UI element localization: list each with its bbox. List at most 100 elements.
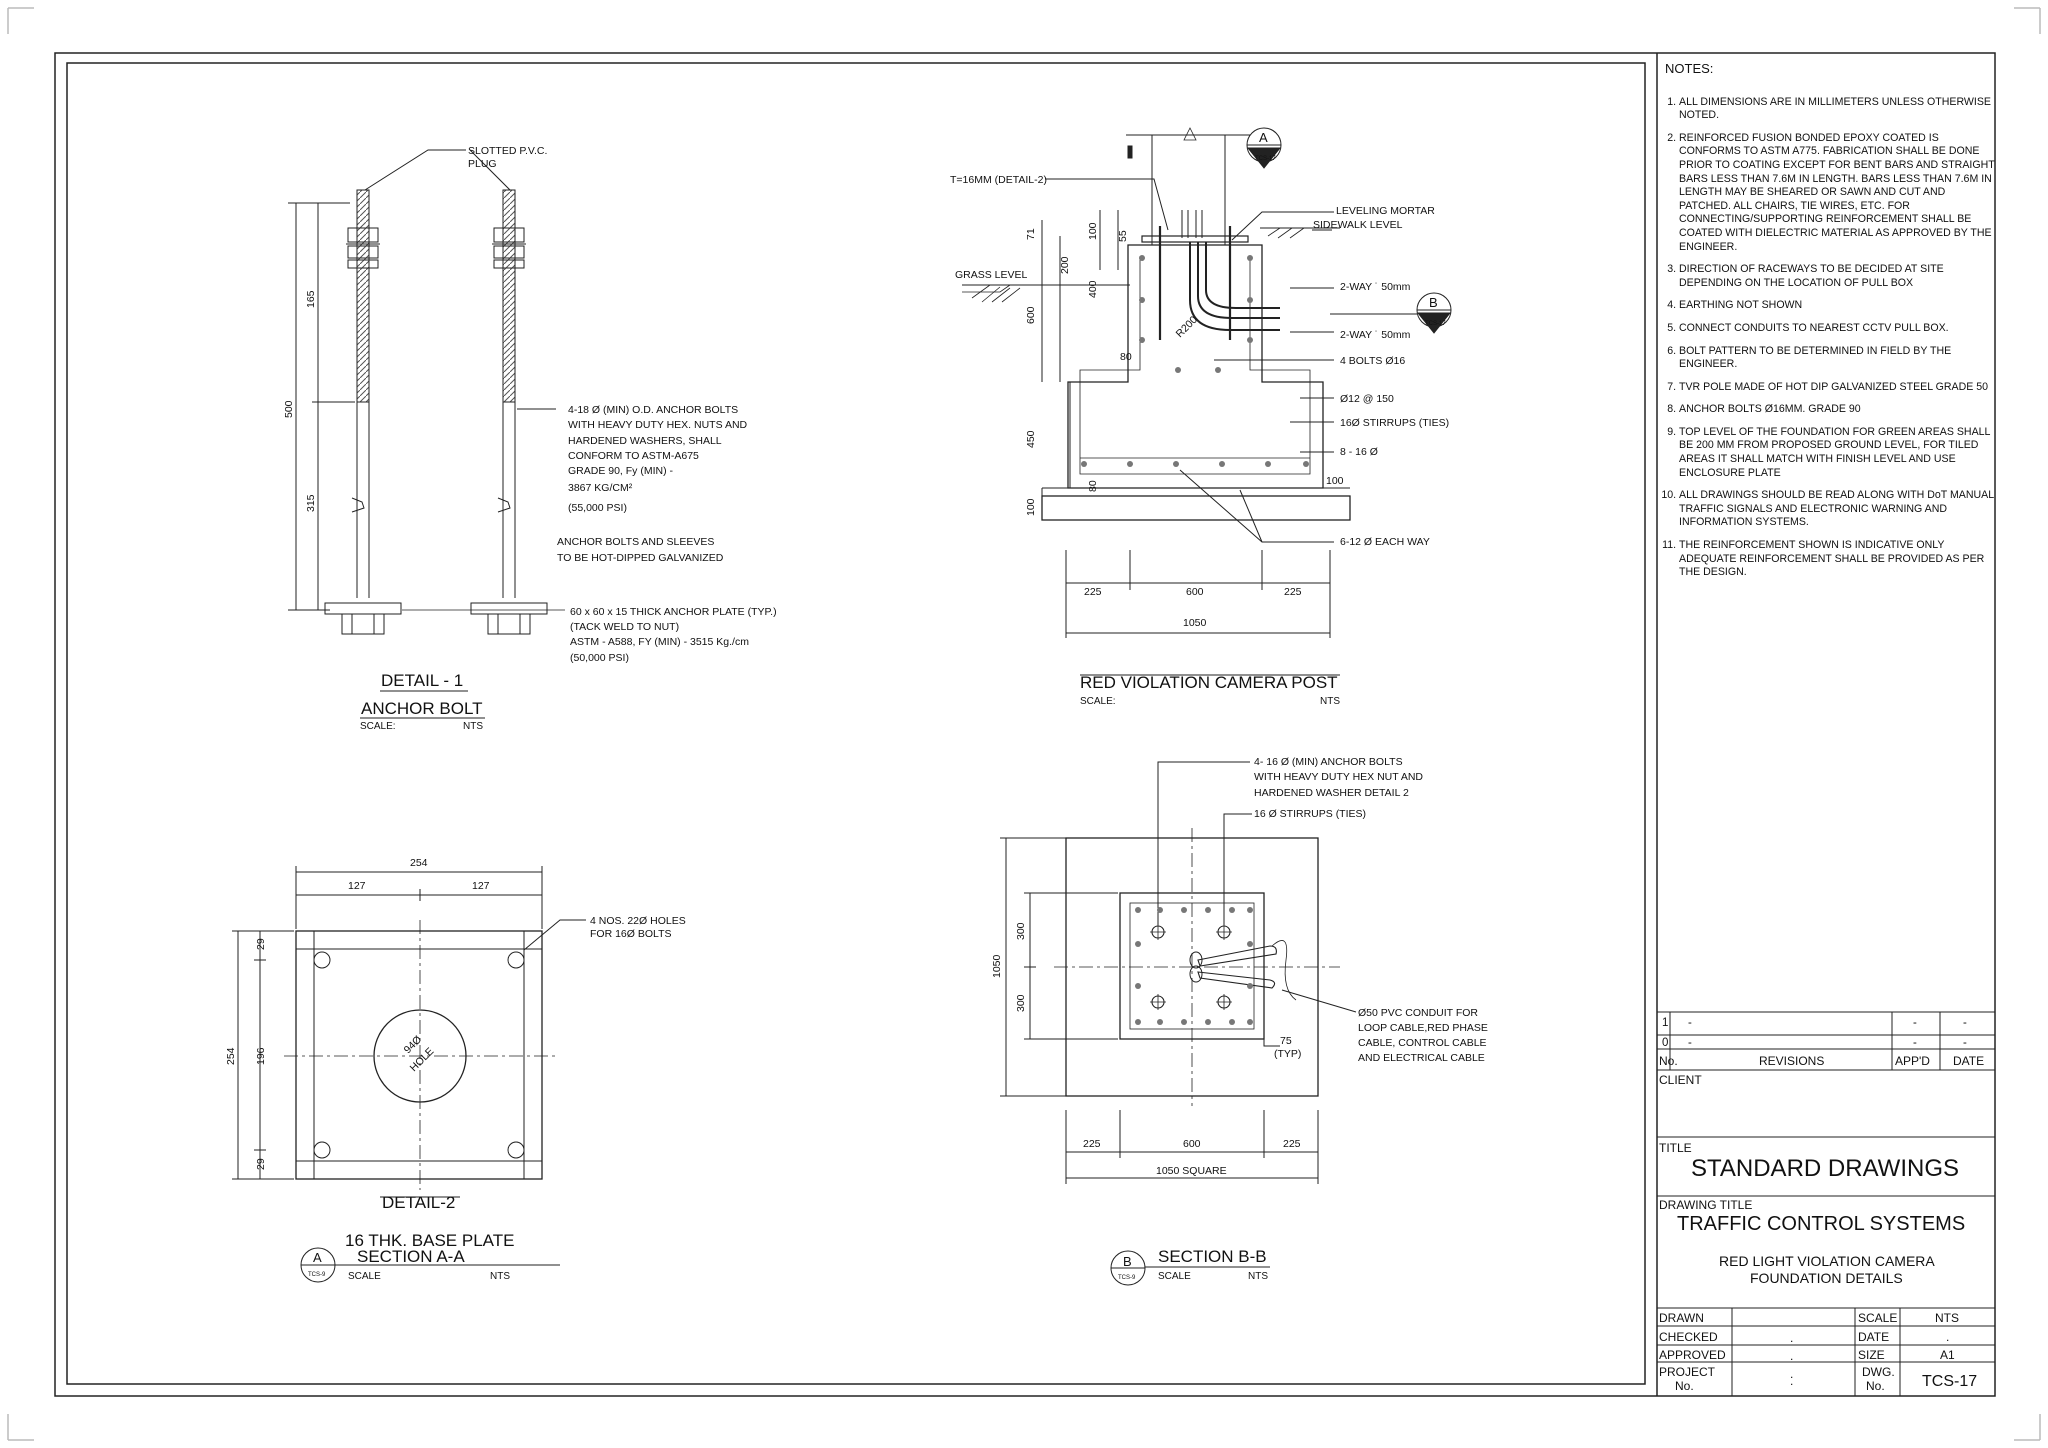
note-item: EARTHING NOT SHOWN [1679, 299, 1997, 313]
rev-1-desc: - [1688, 1017, 1692, 1029]
dim-127-a: 127 [348, 880, 366, 892]
section-bb-title: SECTION B-B [1158, 1247, 1267, 1266]
dim-80-b: 80 [1087, 480, 1099, 492]
section-b-bubble-ref: TCS-9 [1118, 1275, 1136, 1281]
detail-1-subtitle: ANCHOR BOLT [361, 699, 483, 718]
dim-600-v: 600 [1025, 306, 1037, 324]
rev-0-desc: - [1688, 1037, 1692, 1049]
rev-0-no: 0 [1662, 1037, 1668, 1049]
plate-note-3: ASTM - A588, FY (MIN) - 3515 Kg./cm [570, 636, 749, 648]
dim-196: 196 [255, 1047, 267, 1065]
each-way-label: 6-12 Ø EACH WAY [1340, 536, 1430, 548]
dim-225-b: 225 [1284, 586, 1302, 598]
sidewalk-level: SIDEWALK LEVEL [1313, 219, 1403, 231]
drawing-title: TRAFFIC CONTROL SYSTEMS [1677, 1213, 1965, 1235]
camera-post-scale-value: NTS [1320, 696, 1340, 707]
dim-80-a: 80 [1120, 351, 1132, 363]
dim-600: 600 [1183, 1138, 1201, 1150]
section-bb-rebar-dots [1135, 907, 1253, 1025]
dim-400: 400 [1087, 280, 1099, 298]
note-item: BOLT PATTERN TO BE DETERMINED IN FIELD B… [1679, 345, 1997, 372]
note-item: THE REINFORCEMENT SHOWN IS INDICATIVE ON… [1679, 539, 1997, 580]
plate-note-1: 60 x 60 x 15 THICK ANCHOR PLATE (TYP.) [570, 606, 777, 618]
note-item: DIRECTION OF RACEWAYS TO BE DECIDED AT S… [1679, 263, 1997, 290]
dim-typ: (TYP) [1274, 1048, 1301, 1060]
detail-2-base-plate [232, 866, 586, 1283]
bolt-note-1: 4-18 Ø (MIN) O.D. ANCHOR BOLTS [568, 404, 738, 416]
checked-label: CHECKED [1659, 1330, 1718, 1344]
note-item: ALL DRAWINGS SHOULD BE READ ALONG WITH D… [1679, 489, 1997, 530]
dim-225-b: 225 [1283, 1138, 1301, 1150]
rev-header-date: DATE [1953, 1054, 1984, 1068]
dim-500: 500 [283, 400, 295, 418]
dim-254-top: 254 [410, 857, 428, 869]
main-title: STANDARD DRAWINGS [1691, 1155, 1959, 1182]
dim-225-a: 225 [1084, 586, 1102, 598]
dim-71: 71 [1025, 228, 1037, 240]
project-label-2: No. [1675, 1379, 1694, 1393]
outer-border [54, 52, 1996, 1397]
camera-post-section [962, 127, 1452, 676]
crop-marks [7, 7, 2041, 1441]
notes-heading: NOTES: [1665, 61, 1714, 76]
rev-1-date: - [1963, 1017, 1967, 1029]
date-value: . [1946, 1330, 1949, 1344]
bubble-a-ref: TCS-17 [1255, 156, 1276, 162]
approved-label: APPROVED [1659, 1348, 1726, 1362]
camera-post-title: RED VIOLATION CAMERA POST [1080, 673, 1338, 692]
galv-note-2: TO BE HOT-DIPPED GALVANIZED [557, 552, 724, 564]
dim-1050-v: 1050 [991, 954, 1003, 978]
size-value: A1 [1940, 1348, 1955, 1362]
detail-1-scale-value: NTS [463, 721, 483, 732]
title-block-lines [1657, 1011, 1995, 1396]
way-label-1: 2-WAY ˙ 50mm [1340, 281, 1411, 293]
note-item: REINFORCED FUSION BONDED EPOXY COATED IS… [1679, 132, 1997, 254]
dim-55: 55 [1117, 230, 1129, 242]
approved-value: . [1790, 1367, 1793, 1381]
section-a-bubble-letter: A [313, 1250, 322, 1265]
conduit-note-3: CABLE, CONTROL CABLE [1358, 1037, 1487, 1049]
bolt-note-2: WITH HEAVY DUTY HEX. NUTS AND [568, 419, 748, 431]
detail-1-scale-label: SCALE: [360, 721, 396, 732]
rev-1-appd: - [1913, 1017, 1917, 1029]
dim-315: 315 [305, 494, 317, 512]
detail-2-scale-label: SCALE [348, 1271, 381, 1282]
bubble-a-letter: A [1259, 130, 1268, 145]
dim-100-top: 100 [1087, 222, 1099, 240]
rev-header-appd: APP'D [1895, 1054, 1930, 1068]
dim-100-side: 100 [1326, 475, 1344, 487]
project-value: . [1790, 1374, 1793, 1388]
section-b-bubble-letter: B [1123, 1254, 1132, 1269]
section-bb-scale-label: SCALE [1158, 1271, 1191, 1282]
galv-note-1: ANCHOR BOLTS AND SLEEVES [557, 536, 714, 548]
project-label-1: PROJECT [1659, 1365, 1716, 1379]
plug-label-1: SLOTTED P.V.C. [468, 145, 547, 157]
dim-300-a: 300 [1015, 922, 1027, 940]
bolt-note-5: GRADE 90, Fy (MIN) - [568, 465, 674, 477]
anchor-note-2: WITH HEAVY DUTY HEX NUT AND [1254, 771, 1423, 783]
section-a-bubble-ref: TCS-9 [308, 1272, 326, 1278]
scale-label: SCALE [1858, 1311, 1897, 1325]
plate-note-2: (TACK WELD TO NUT) [570, 621, 679, 633]
camera-post-rebar-dots [1081, 255, 1309, 467]
date-label: DATE [1858, 1330, 1889, 1344]
detail-2-scale-value: NTS [490, 1271, 510, 1282]
detail-1-anchor-bolt [288, 149, 565, 635]
dwg-label-1: DWG. [1862, 1365, 1895, 1379]
anchor-note-1: 4- 16 Ø (MIN) ANCHOR BOLTS [1254, 756, 1403, 768]
note-item: CONNECT CONDUITS TO NEAREST CCTV PULL BO… [1679, 322, 1997, 336]
dwg-value: TCS-17 [1922, 1373, 1977, 1390]
bolt-note-6: 3867 KG/CM² [568, 482, 633, 494]
detail-2-subtitle-1: 16 THK. BASE PLATE [345, 1231, 514, 1250]
leveling-mortar: LEVELING MORTAR [1336, 205, 1435, 217]
dim-225-a: 225 [1083, 1138, 1101, 1150]
drawing-title-label: DRAWING TITLE [1659, 1198, 1752, 1212]
checked-value: . [1790, 1349, 1793, 1363]
camera-post-scale-label: SCALE: [1080, 696, 1116, 707]
plug-label-2: PLUG [468, 158, 497, 170]
section-bb-scale-value: NTS [1248, 1271, 1268, 1282]
dim-300-b: 300 [1015, 994, 1027, 1012]
detail-2-subtitle-2: SECTION A-A [357, 1247, 465, 1266]
dim-75: 75 [1280, 1035, 1292, 1047]
client-label: CLIENT [1659, 1073, 1702, 1087]
